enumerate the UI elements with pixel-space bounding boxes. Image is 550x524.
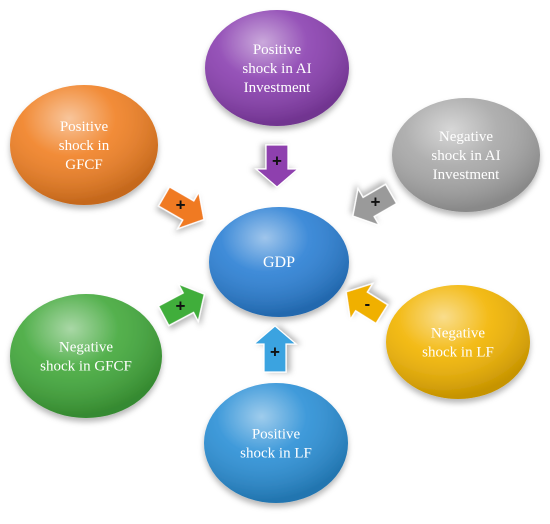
node-label-line: Investment	[433, 167, 500, 183]
node-gloss	[10, 85, 158, 205]
node-label-line: Negative	[431, 326, 485, 342]
node-gloss	[10, 294, 162, 418]
node-label-line: shock in GFCF	[40, 359, 132, 375]
arrow-positive-ai-investment	[254, 144, 300, 188]
node-label-line: Investment	[244, 80, 311, 96]
node-gloss	[205, 10, 349, 126]
arrow-negative-lf	[345, 282, 389, 325]
node-gloss	[392, 98, 540, 212]
node-positive-gfcf: Positive shock in GFCF	[10, 85, 158, 205]
node-gloss	[204, 383, 348, 503]
arrow-negative-ai-investment	[352, 183, 398, 227]
arrow-sign-negative-ai-investment: +	[370, 192, 380, 211]
node-label-line: shock in AI	[242, 61, 311, 77]
arrows-layer: + + - + + +	[157, 144, 398, 373]
node-label-line: shock in LF	[240, 446, 312, 462]
arrow-shape	[345, 282, 389, 325]
node-positive-ai-investment: Positive shock in AI Investment	[205, 10, 349, 126]
arrow-sign-positive-gfcf: +	[176, 195, 186, 214]
arrow-shape	[157, 186, 205, 230]
arrow-sign-positive-ai-investment: +	[272, 151, 282, 170]
node-label-line: shock in LF	[422, 345, 494, 361]
node-label-line: Positive	[253, 42, 302, 58]
node-label-line: shock in	[59, 138, 110, 154]
node-gloss	[386, 285, 530, 399]
node-positive-lf: Positive shock in LF	[204, 383, 348, 503]
center-node-label: GDP	[263, 254, 295, 271]
arrow-positive-lf	[252, 325, 298, 373]
arrow-sign-negative-lf: -	[365, 295, 371, 314]
node-negative-lf: Negative shock in LF	[386, 285, 530, 399]
node-negative-gfcf: Negative shock in GFCF	[10, 294, 162, 418]
arrow-positive-gfcf	[157, 186, 205, 230]
center-node-gloss	[209, 207, 349, 317]
center-node-gdp: GDP	[209, 207, 349, 317]
node-label-line: Positive	[252, 427, 301, 443]
node-label-line: Positive	[60, 119, 109, 135]
node-label-line: Negative	[59, 340, 113, 356]
arrow-sign-negative-gfcf: +	[175, 296, 185, 315]
arrow-negative-gfcf	[157, 282, 206, 327]
node-label-line: shock in AI	[431, 148, 500, 164]
arrow-shape	[352, 183, 398, 227]
node-label-line: Negative	[439, 129, 493, 145]
arrow-shape	[254, 144, 300, 188]
node-label-line: GFCF	[65, 157, 103, 173]
arrow-sign-positive-lf: +	[270, 342, 280, 361]
arrow-shape	[252, 325, 298, 373]
node-negative-ai-investment: Negative shock in AI Investment	[392, 98, 540, 212]
arrow-shape	[157, 282, 206, 327]
